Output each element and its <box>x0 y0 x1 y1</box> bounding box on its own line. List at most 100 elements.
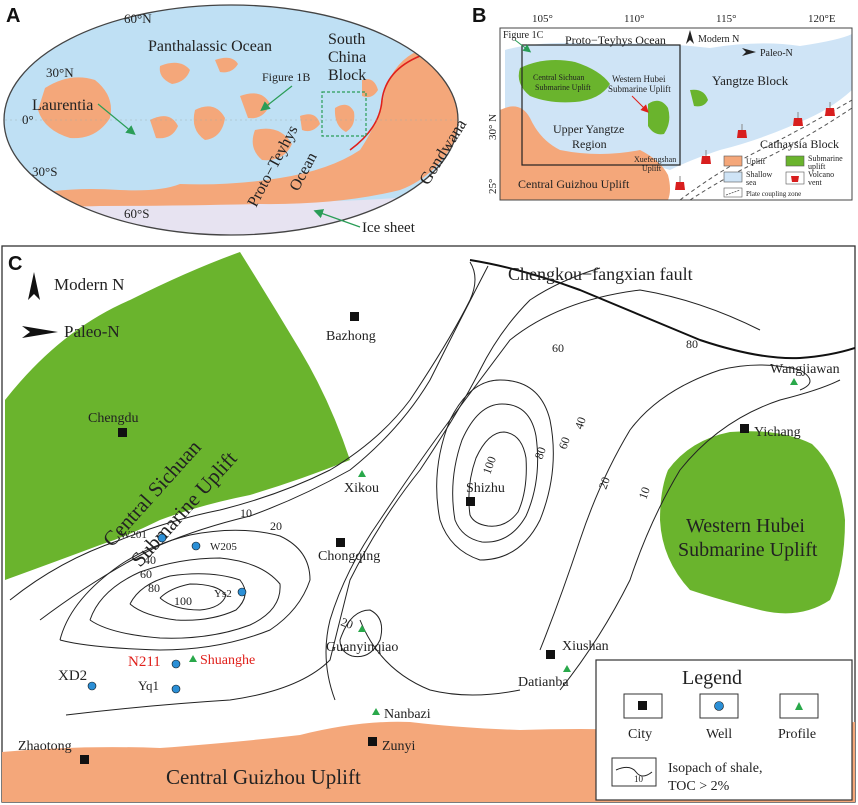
contour-label: 10 <box>240 506 252 520</box>
panel-c-north-arrows: Modern N Paleo-N <box>22 272 124 341</box>
south-china-label: South <box>328 31 365 48</box>
lon-label: 110° <box>624 13 645 25</box>
isopach-contours <box>9 261 841 716</box>
legend-profile-icon <box>795 702 803 710</box>
cities: Bazhong Chengdu Yichang Shizhu Chongqing… <box>18 312 801 764</box>
contour-label: 60 <box>140 567 152 581</box>
continent-fragment <box>300 114 320 132</box>
proto-teyhys-ocean-label: Proto−Teyhys Ocean <box>565 33 666 47</box>
city-label: Chongqing <box>318 549 380 564</box>
profile-marker <box>790 378 798 385</box>
profile-marker <box>372 708 380 715</box>
panel-c: C <box>1 245 856 803</box>
south-china-label: Block <box>328 67 366 84</box>
legend-city-label: City <box>628 727 652 742</box>
submarine-patch <box>690 89 708 107</box>
modern-n-label: Modern N <box>54 275 124 294</box>
panel-c-letter: C <box>8 253 22 275</box>
xuefengshan-label: Uplift <box>642 164 662 173</box>
contour-label: 80 <box>532 445 549 461</box>
western-hubei-label: Submarine Uplift <box>608 84 671 94</box>
western-hubei-shape <box>648 100 670 135</box>
continent-fragment <box>193 106 225 140</box>
profile-marker <box>358 625 366 632</box>
plate-coupling-line <box>689 107 852 200</box>
contour-label: 40 <box>144 553 156 567</box>
volcano-icon <box>825 102 835 116</box>
contour-label: 10 <box>636 485 653 501</box>
modern-north-arrow-icon <box>686 30 694 44</box>
south-china-shape <box>334 104 355 132</box>
contour-label: 20 <box>339 615 355 632</box>
modern-n-label: Modern N <box>698 34 739 45</box>
panel-c-legend: Legend City Well Profile 10 Isopach of s… <box>595 659 853 801</box>
profile-label: Nanbazi <box>384 707 431 722</box>
xuefengshan-label: Xuefengshan <box>634 155 676 164</box>
paleo-n-label: Paleo-N <box>760 48 793 59</box>
lat-label: 60°S <box>124 206 149 221</box>
panel-b-legend: Uplift Submarine uplift Shallow sea Volc… <box>723 154 843 198</box>
well-label: W201 <box>120 529 147 541</box>
profile-label: Wangjiawan <box>770 362 840 377</box>
lat-label: 30°S <box>32 164 57 179</box>
city-marker <box>118 428 127 437</box>
panel-b-letter: B <box>472 5 486 27</box>
figure-1c-box <box>521 44 681 166</box>
legend-submarine-label: Submarine <box>808 154 843 163</box>
panel-a-map <box>4 5 458 235</box>
contour-label: 60 <box>556 435 573 451</box>
well-marker <box>171 659 181 669</box>
well-marker <box>157 533 167 543</box>
central-sichuan-label: Submarine Uplift <box>535 83 592 92</box>
panel-b: B 105° 110° 115° 120°E 30° N 25° Proto−T… <box>472 5 853 201</box>
city-marker <box>740 424 749 433</box>
profile-label: Shuanghe <box>200 653 255 668</box>
central-sichuan-shape <box>518 60 610 103</box>
western-hubei-label: Western Hubei <box>686 515 805 537</box>
contour-label: 60 <box>552 341 564 355</box>
lat-label: 0° <box>22 112 34 127</box>
well-marker <box>171 684 181 694</box>
figure-1b-box <box>321 91 367 137</box>
plate-coupling-line <box>679 99 852 200</box>
lon-label: 105° <box>532 13 553 25</box>
fault-label: Chengkou−fangxian fault <box>508 264 693 284</box>
legend-well-label: Well <box>706 727 732 742</box>
legend-city-icon <box>638 701 647 710</box>
central-sichuan-label: Central Sichuan <box>533 73 584 82</box>
profiles: Wangjiawan Xikou Guanyinqiao Shuanghe Da… <box>189 362 840 722</box>
well-label: XD2 <box>58 668 87 684</box>
legend-isopach-icon <box>615 766 653 777</box>
upper-yangtze-label: Upper Yangtze <box>553 122 624 136</box>
city-label: Bazhong <box>326 329 376 344</box>
figure-1c-label: Figure 1C <box>503 30 544 41</box>
panel-a: A 60°N 3 <box>3 4 471 236</box>
city-marker <box>368 737 377 746</box>
continent-fragment <box>150 116 178 139</box>
continent-fragment <box>159 62 190 84</box>
lat-label: 30°N <box>46 65 74 80</box>
contour-label: 20 <box>270 519 282 533</box>
continent-fragment <box>362 79 378 98</box>
shallow-sea-shape <box>505 34 852 170</box>
profile-label: Xikou <box>344 481 379 496</box>
lat-label: 25° <box>487 179 499 194</box>
well-label: N211 <box>128 654 161 670</box>
legend-isopach-label: TOC > 2% <box>668 779 730 794</box>
volcano-icon <box>737 124 747 138</box>
panel-b-map <box>500 28 852 200</box>
contour-label: 40 <box>572 415 589 431</box>
lat-label: 60°N <box>124 11 152 26</box>
contour-labels: 10 20 40 60 80 100 60 80 100 80 60 40 20… <box>140 337 698 632</box>
well-label: Ys2 <box>214 588 232 600</box>
paleo-north-arrow-icon <box>22 326 58 338</box>
continent-fragment <box>240 93 270 119</box>
legend-profile-label: Profile <box>778 727 816 742</box>
well-marker <box>237 587 247 597</box>
central-sichuan-uplift-shape <box>5 252 350 580</box>
city-marker <box>466 497 475 506</box>
legend-volcano-label: vent <box>808 178 823 187</box>
well-label: W205 <box>210 541 237 553</box>
volcano-icon <box>675 176 685 190</box>
